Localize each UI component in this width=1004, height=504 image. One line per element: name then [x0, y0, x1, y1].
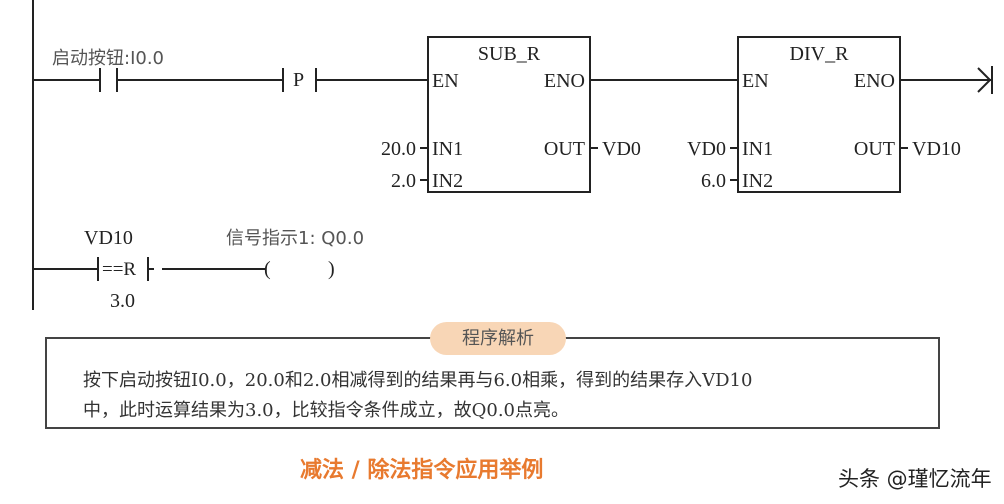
figure-caption: 减法 / 除法指令应用举例 — [300, 458, 544, 483]
div-r-in1-value: VD0 — [687, 138, 726, 160]
sub-r-eno: ENO — [543, 70, 585, 92]
div-r-title: DIV_R — [789, 43, 849, 65]
div-r-box — [737, 36, 901, 193]
analysis-tag: 程序解析 — [430, 322, 566, 355]
div-r-out-value: VD10 — [912, 138, 961, 160]
compare-operand-top: VD10 — [84, 227, 133, 249]
sub-r-out: OUT — [543, 138, 585, 160]
sub-r-in2-value: 2.0 — [391, 170, 416, 192]
rung2-wires — [33, 257, 265, 281]
rung-end-arrow — [977, 67, 992, 93]
coil-label-text: 信号指示1: Q0.0 — [226, 228, 365, 249]
positive-edge-label: P — [293, 69, 305, 91]
analysis-line-1: 按下启动按钮I0.0，20.0和2.0相减得到的结果再与6.0相乘，得到的结果存… — [83, 370, 753, 391]
sub-r-en: EN — [432, 70, 459, 92]
compare-operator: ==R — [102, 259, 137, 280]
analysis-line-2: 中，此时运算结果为3.0，比较指令条件成立，故Q0.0点亮。 — [83, 400, 570, 421]
sub-r-out-value: VD0 — [602, 138, 641, 160]
sub-r-in2: IN2 — [432, 170, 464, 192]
sub-r-in1-value: 20.0 — [381, 138, 416, 160]
watermark: 头条 @瑾忆流年 — [838, 467, 992, 491]
div-r-in2-value: 6.0 — [701, 170, 726, 192]
div-r-in2: IN2 — [742, 170, 774, 192]
coil-open: ( — [264, 258, 271, 280]
contact-label-text: 启动按钮:I0.0 — [52, 48, 164, 69]
div-r-eno: ENO — [853, 70, 895, 92]
div-r-out: OUT — [853, 138, 895, 160]
start-button-contact-label: 启动按钮:I0.0 — [52, 48, 164, 68]
sub-r-title: SUB_R — [477, 43, 541, 65]
coil-close: ) — [328, 258, 335, 280]
sub-r-box — [427, 36, 591, 193]
coil-label: 信号指示1: Q0.0 — [226, 228, 364, 248]
sub-r-in1: IN1 — [432, 138, 464, 160]
div-r-en: EN — [742, 70, 769, 92]
compare-operand-bottom: 3.0 — [110, 290, 135, 312]
div-r-in1: IN1 — [742, 138, 774, 160]
rung1-wires — [33, 36, 993, 193]
